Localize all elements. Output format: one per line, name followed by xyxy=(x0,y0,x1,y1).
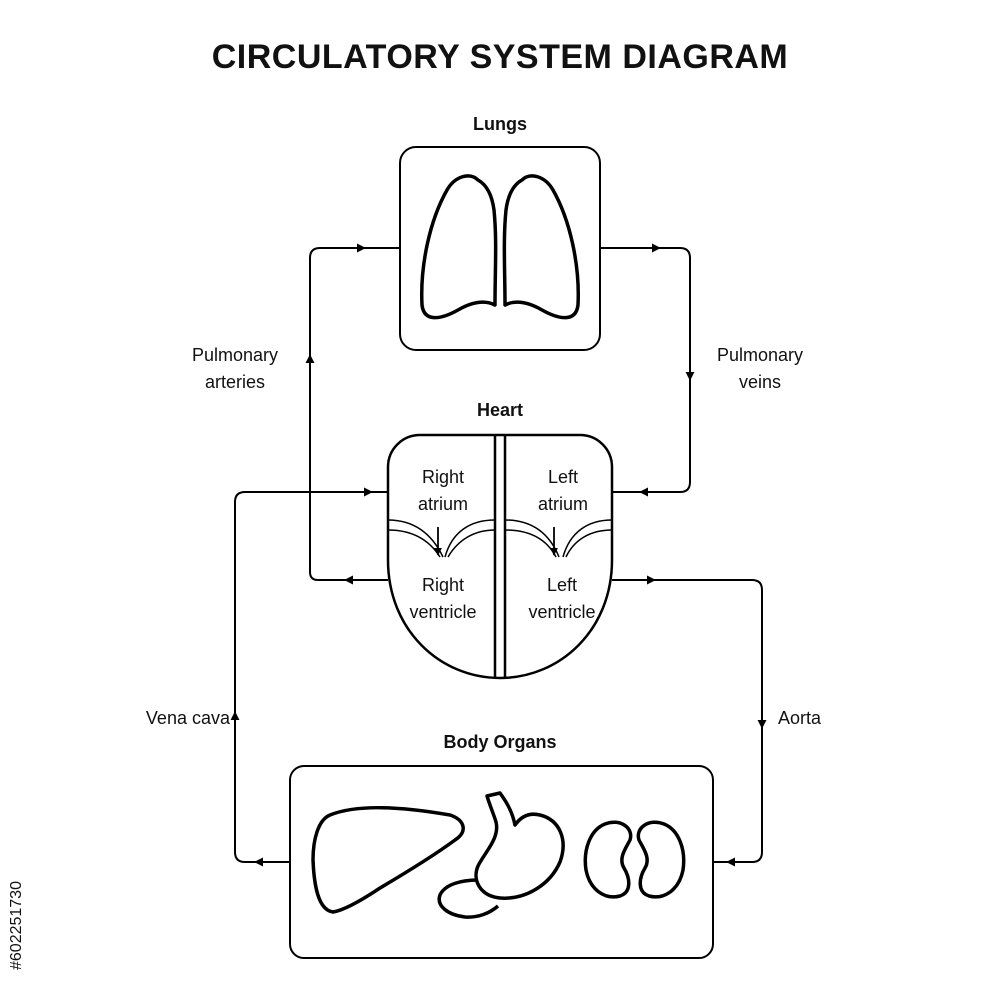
left-atrium-label: Left atrium xyxy=(537,467,588,514)
right-ventricle-label: Right ventricle xyxy=(409,575,477,622)
lungs-heading: Lungs xyxy=(473,114,527,134)
pulmonary-veins-line xyxy=(600,247,691,493)
pulmonary-arteries-line xyxy=(309,247,400,581)
body-organs-heading: Body Organs xyxy=(443,732,557,752)
stock-id-watermark: #602251730 xyxy=(8,881,25,970)
kidneys-icon xyxy=(583,820,686,899)
right-atrium-label: Right atrium xyxy=(417,467,468,514)
stomach-icon xyxy=(437,791,565,919)
heart-heading: Heart xyxy=(476,400,524,420)
pulmonary-veins-label: Pulmonary veins xyxy=(716,345,804,392)
diagram-title: CIRCULATORY SYSTEM DIAGRAM xyxy=(211,38,789,76)
aorta-label: Aorta xyxy=(778,708,822,728)
lungs-icon xyxy=(419,174,581,320)
lungs-box xyxy=(399,146,601,351)
heart-box xyxy=(386,433,614,680)
pulmonary-arteries-label: Pulmonary arteries xyxy=(191,345,279,392)
left-ventricle-label: Left ventricle xyxy=(528,575,596,622)
vena-cava-line xyxy=(234,491,388,863)
vena-cava-label: Vena cava xyxy=(145,708,230,728)
right-valve xyxy=(387,519,496,558)
liver-icon xyxy=(311,806,465,914)
left-valve xyxy=(504,519,613,558)
aorta-line xyxy=(612,579,763,863)
